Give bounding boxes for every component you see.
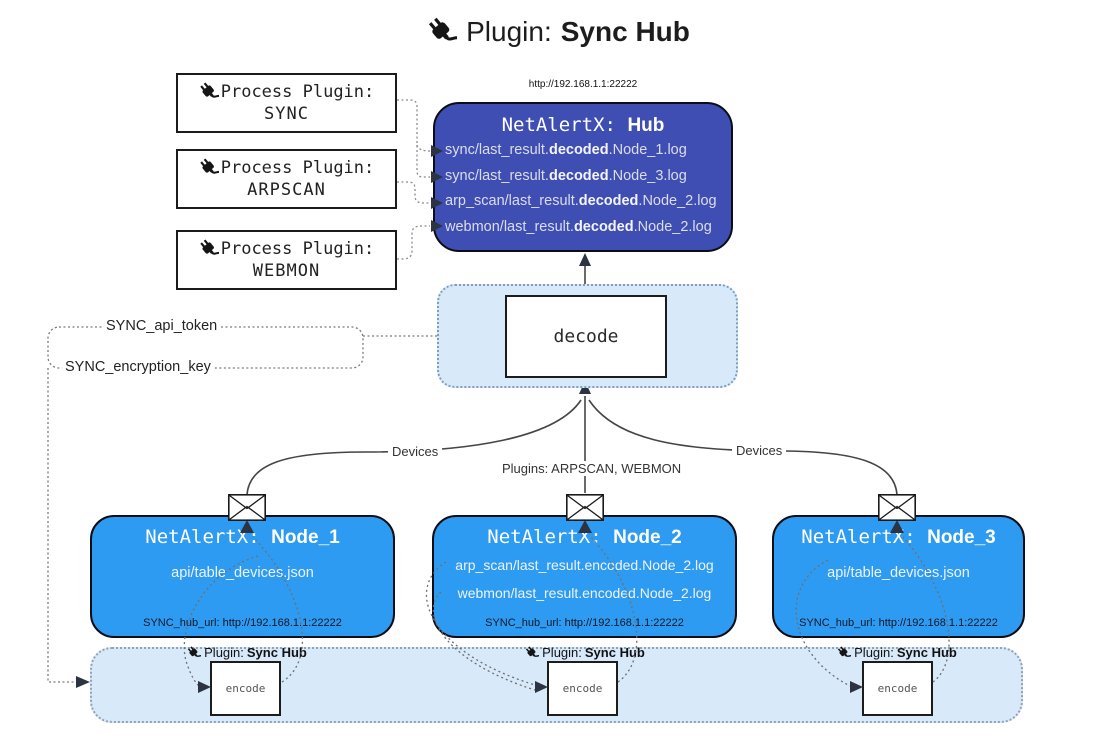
node-name: Node_2 [613,527,682,548]
node-file: api/table_devices.json [171,565,314,581]
node-box-node-3: NetAlertX: Node_3 api/table_devices.json… [772,515,1025,638]
encode-box-3: encode [862,661,933,716]
log-post: .Node_3.log [608,167,687,184]
node-box-node-2: NetAlertX: Node_2 arp_scan/last_result.e… [432,515,737,638]
node-hub-url: SYNC_hub_url: http://192.168.1.1:22222 [799,617,998,629]
hub-name-prefix: NetAlertX: [501,114,628,136]
process-plugin-label: Process Plugin: [220,239,375,259]
process-plugin-label: Process Plugin: [220,82,375,102]
process-plugin-name: ARPSCAN [247,180,326,200]
plug-icon [187,645,202,660]
log-post: .Node_2.log [633,218,712,235]
node-name-prefix: NetAlertX: [145,526,272,548]
plug-icon [427,17,458,47]
plug-icon [837,645,852,660]
devices-label-left: Devices [388,444,443,459]
node-name-prefix: NetAlertX: [801,526,928,548]
hub-box: NetAlertX: Hub sync/last_result.decoded.… [433,102,733,252]
hub-name: Hub [627,115,665,136]
plugins-label-mid: Plugins: ARPSCAN, WEBMON [498,461,682,476]
page-title-name: Sync Hub [560,16,690,47]
encode-plugin-prefix: Plugin: [204,645,244,660]
encode-plugin-name: Sync Hub [896,645,957,660]
log-post: .Node_2.log [638,193,717,209]
devices-label-right: Devices [732,443,787,458]
log-pre: sync/last_result. [445,142,549,158]
node-title: NetAlertX: Node_3 [774,526,1023,549]
encode-box-1: encode [210,661,281,716]
hub-url-label: http://192.168.1.1:22222 [528,79,638,90]
sync-encryption-key-label: SYNC_encryption_key [62,359,214,375]
node-name-prefix: NetAlertX: [487,526,614,548]
encode-plugin-name: Sync Hub [246,645,307,660]
log-post: .Node_1.log [608,142,687,158]
log-pre: sync/last_result. [445,167,549,184]
node-box-node-1: NetAlertX: Node_1 api/table_devices.json… [90,515,395,638]
node-file: api/table_devices.json [827,565,970,581]
encode-plugin-prefix: Plugin: [542,645,582,660]
plug-icon [198,82,219,102]
process-plugin-webmon: Process Plugin: WEBMON [176,230,397,290]
log-mid: decoded [573,218,634,235]
node-hub-url: SYNC_hub_url: http://192.168.1.1:22222 [485,617,684,629]
hub-log-line: sync/last_result.decoded.Node_3.log [435,164,731,190]
encode-box-2: encode [547,661,618,716]
sync-api-token-label: SYNC_api_token [103,318,221,334]
node-title: NetAlertX: Node_2 [434,526,735,549]
decode-box: decode [505,295,667,378]
node-file: webmon/last_result.encoded.Node_2.log [457,585,712,601]
plugin-to-hub-connectors [397,99,431,260]
encode-plugin-prefix: Plugin: [854,645,894,660]
node-file: arp_scan/last_result.encoded.Node_2.log [455,557,714,573]
process-plugin-name: WEBMON [252,261,321,281]
hub-log-line: webmon/last_result.decoded.Node_2.log [435,215,731,241]
log-mid: decoded [548,167,609,184]
hub-log-line: sync/last_result.decoded.Node_1.log [435,138,731,164]
hub-log-line: arp_scan/last_result.decoded.Node_2.log [435,189,731,215]
encode-plugin-name: Sync Hub [584,645,645,660]
plug-icon [525,645,540,660]
log-mid: decoded [548,142,609,158]
log-pre: arp_scan/last_result. [445,193,579,209]
page-title-prefix: Plugin: [466,16,552,47]
process-plugin-name: SYNC [264,104,309,124]
encode-plugin-label: Plugin: Sync Hub [172,645,322,660]
node-title: NetAlertX: Node_1 [92,526,393,549]
plug-icon [198,239,219,259]
node-hub-url: SYNC_hub_url: http://192.168.1.1:22222 [143,617,342,629]
plug-icon [198,158,219,178]
process-plugin-arpscan: Process Plugin: ARPSCAN [176,149,397,209]
node-name: Node_1 [271,527,340,548]
process-plugin-sync: Process Plugin: SYNC [176,73,397,133]
node-name: Node_3 [927,527,996,548]
hub-title: NetAlertX: Hub [435,112,731,138]
log-pre: webmon/last_result. [445,218,574,235]
encode-plugin-label: Plugin: Sync Hub [510,645,660,660]
process-plugin-label: Process Plugin: [220,158,375,178]
page-title: Plugin: Sync Hub [0,16,1117,48]
encode-plugin-label: Plugin: Sync Hub [822,645,972,660]
log-mid: decoded [578,193,639,209]
